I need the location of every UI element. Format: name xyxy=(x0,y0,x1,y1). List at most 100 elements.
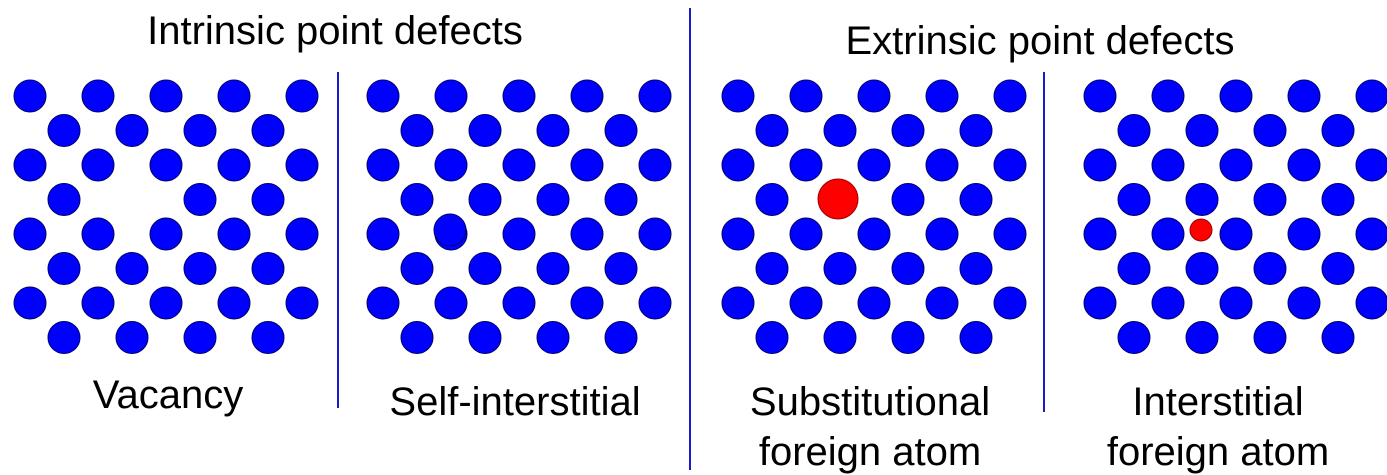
host-atom xyxy=(149,79,183,113)
host-atom xyxy=(183,252,217,285)
host-atom xyxy=(1219,217,1253,251)
host-atom xyxy=(149,217,183,251)
host-atom xyxy=(468,183,502,216)
host-atom xyxy=(1117,321,1151,354)
host-atom xyxy=(1253,252,1287,285)
host-atom xyxy=(400,183,434,216)
host-atom xyxy=(536,183,570,216)
host-atom xyxy=(604,114,638,147)
self-interstitial-lattice xyxy=(366,79,672,354)
host-atom xyxy=(1151,79,1185,113)
host-atom xyxy=(721,79,755,113)
host-atom xyxy=(604,252,638,285)
host-atom xyxy=(47,252,81,285)
host-atom xyxy=(400,321,434,354)
host-atom xyxy=(823,252,857,285)
host-atom xyxy=(1083,286,1117,320)
host-atom xyxy=(993,148,1027,182)
interstitial-caption-line-2: foreign atom xyxy=(1107,430,1329,474)
host-atom xyxy=(1219,286,1253,320)
host-atom xyxy=(1219,79,1253,113)
vacancy-lattice xyxy=(13,79,319,354)
host-atom xyxy=(149,148,183,182)
host-atom xyxy=(638,79,672,113)
host-atom xyxy=(925,217,959,251)
host-atom xyxy=(47,183,81,216)
host-atom xyxy=(47,114,81,147)
intrinsic-heading: Intrinsic point defects xyxy=(147,9,523,53)
host-atom xyxy=(1253,321,1287,354)
host-atom xyxy=(755,183,789,216)
host-atom xyxy=(47,321,81,354)
host-atom xyxy=(536,252,570,285)
host-atom xyxy=(925,79,959,113)
host-atom xyxy=(536,321,570,354)
host-atom xyxy=(81,217,115,251)
host-atom xyxy=(468,114,502,147)
host-atom xyxy=(115,252,149,285)
host-atom xyxy=(925,286,959,320)
host-atom xyxy=(366,217,400,251)
host-atom xyxy=(434,148,468,182)
host-atom xyxy=(570,148,604,182)
host-atom xyxy=(891,252,925,285)
host-atom xyxy=(959,114,993,147)
host-atom xyxy=(251,321,285,354)
host-atom xyxy=(1151,217,1185,251)
host-atom xyxy=(1287,79,1321,113)
host-atom xyxy=(891,114,925,147)
host-atom xyxy=(183,321,217,354)
host-atom xyxy=(1355,148,1387,182)
host-atom xyxy=(183,114,217,147)
host-atom xyxy=(1185,321,1219,354)
host-atom xyxy=(1117,114,1151,147)
host-atom xyxy=(570,217,604,251)
host-atom xyxy=(217,79,251,113)
host-atom xyxy=(1355,79,1387,113)
host-atom xyxy=(857,148,891,182)
host-atom xyxy=(285,286,319,320)
host-atom xyxy=(1321,114,1355,147)
host-atom xyxy=(217,217,251,251)
host-atom xyxy=(115,114,149,147)
host-atom xyxy=(959,183,993,216)
host-atom xyxy=(81,286,115,320)
host-atom xyxy=(1355,286,1387,320)
interstitial-foreign-atom xyxy=(1189,218,1213,242)
host-atom xyxy=(721,286,755,320)
host-atom xyxy=(1219,148,1253,182)
host-atom xyxy=(400,252,434,285)
host-atom xyxy=(285,217,319,251)
host-atom xyxy=(366,148,400,182)
host-atom xyxy=(1151,148,1185,182)
host-atom xyxy=(81,148,115,182)
self-interstitial-caption: Self-interstitial xyxy=(389,380,640,424)
host-atom xyxy=(183,183,217,216)
host-atom xyxy=(13,217,47,251)
host-atom xyxy=(993,286,1027,320)
host-atom xyxy=(434,286,468,320)
host-atom xyxy=(993,217,1027,251)
host-atom xyxy=(1287,286,1321,320)
self-interstitial-atom xyxy=(433,213,467,247)
host-atom xyxy=(251,114,285,147)
host-atom xyxy=(285,79,319,113)
host-atom xyxy=(115,321,149,354)
host-atom xyxy=(823,114,857,147)
host-atom xyxy=(1287,217,1321,251)
host-atom xyxy=(755,321,789,354)
host-atom xyxy=(502,217,536,251)
host-atom xyxy=(721,217,755,251)
substitutional-foreign-atom xyxy=(817,178,859,220)
host-atom xyxy=(1355,217,1387,251)
host-atom xyxy=(251,183,285,216)
host-atom xyxy=(502,286,536,320)
host-atom xyxy=(638,286,672,320)
extrinsic-heading: Extrinsic point defects xyxy=(845,19,1234,63)
host-atom xyxy=(1321,183,1355,216)
host-atom xyxy=(857,79,891,113)
host-atom xyxy=(1321,252,1355,285)
host-atom xyxy=(789,217,823,251)
host-atom xyxy=(13,286,47,320)
host-atom xyxy=(468,252,502,285)
